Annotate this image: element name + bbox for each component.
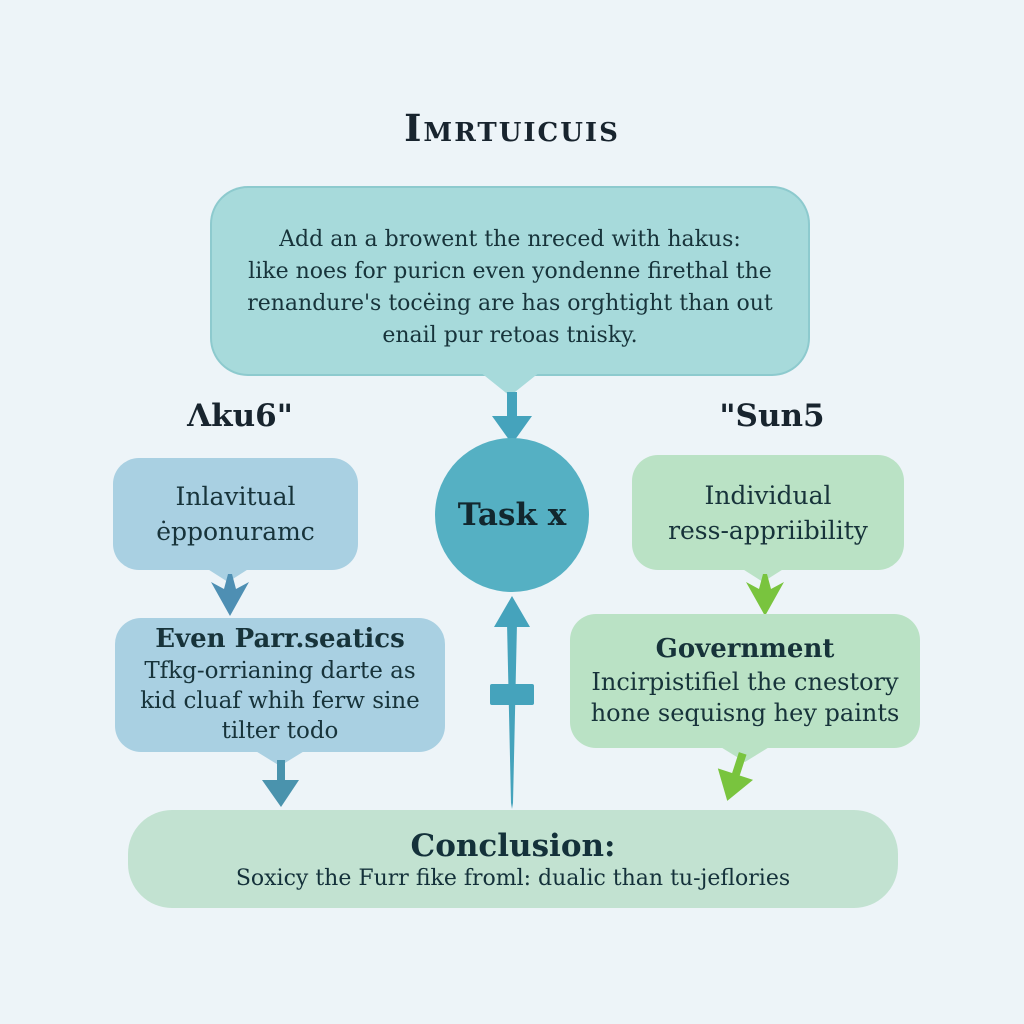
right-box2-tail — [719, 746, 771, 762]
left-box2-tail — [254, 750, 306, 766]
right-box2-title: Government — [655, 633, 835, 664]
left-box2-line-3: tilter todo — [221, 717, 339, 744]
right-branch-label: "Sun5 — [719, 398, 825, 434]
left-box2-line-2: kid cluaf whih ferw sine — [140, 687, 420, 714]
task-x-node: Task x — [435, 438, 589, 592]
left-box-even-parrseatics: Even Parr.seatics Tfkg-orrianing darte a… — [115, 618, 445, 752]
left-box-individual: Inlavitual ėpponuramc — [113, 458, 358, 570]
left-box1-line-2: ėpponuramc — [156, 517, 315, 546]
right-box-individual-responsibility: Individual ress-appriibility — [632, 455, 904, 570]
left-box2-title: Even Parr.seatics — [155, 624, 405, 655]
bubble-line-3: renandure's tocėing are has orghtight th… — [247, 291, 773, 316]
left-down-arrow-2-icon — [262, 760, 299, 807]
right-box2-line-2: hone sequisng hey paints — [590, 698, 900, 727]
bubble-line-2: like noes for puricn even yondenne firet… — [248, 259, 772, 285]
bubble-line-1: Add an a browent the nreced with hakus: — [279, 227, 741, 253]
diagram-title: Imrtuicuis — [404, 106, 620, 150]
task-x-label: Task x — [457, 497, 567, 533]
conclusion-line: Soxicy the Furr fike froml: dualic than … — [235, 865, 791, 891]
left-box1-line-1: Inlavitual — [175, 482, 296, 511]
left-branch-label: Λku6" — [187, 398, 293, 434]
right-box1-line-1: Individual — [704, 480, 832, 510]
left-down-arrow-1-icon — [211, 574, 249, 616]
down-arrow-bubble-to-task-icon — [492, 392, 532, 444]
right-box-government: Government Incirpistifiel the cnestory h… — [570, 614, 920, 748]
conclusion-box: Conclusion: Soxicy the Furr fike froml: … — [128, 810, 898, 908]
up-arrow-conclusion-to-task-icon — [490, 596, 534, 809]
bubble-line-4: enail pur retoas tnisky. — [382, 322, 638, 348]
right-box1-line-2: ress-appriibility — [668, 515, 868, 545]
intro-speech-text: Add an a browent the nreced with hakus: … — [247, 210, 773, 352]
right-down-arrow-1-icon — [746, 574, 784, 616]
intro-speech-bubble: Add an a browent the nreced with hakus: … — [210, 186, 810, 376]
left-box2-line-1: Tfkg-orrianing darte as — [144, 658, 416, 685]
right-down-arrow-2-icon — [717, 752, 754, 801]
conclusion-title: Conclusion: — [410, 827, 616, 864]
right-box2-line-1: Incirpistifiel the cnestory — [591, 667, 899, 696]
